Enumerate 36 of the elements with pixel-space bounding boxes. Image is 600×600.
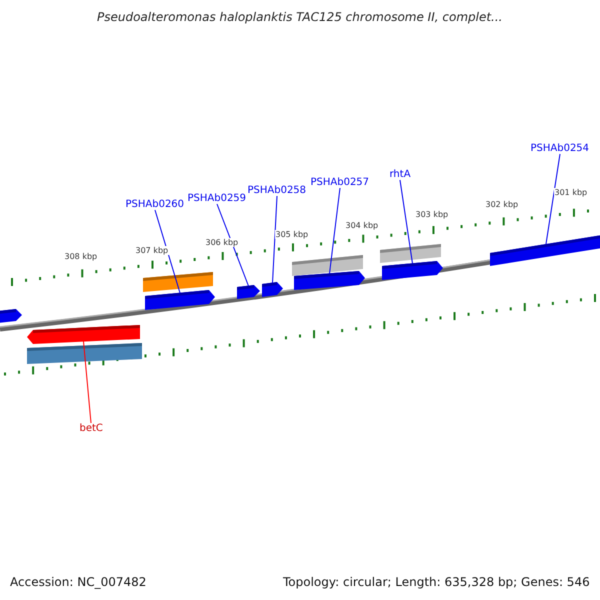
scale-label: 306 kbp [204,238,240,247]
gene-feature [143,272,213,292]
gene-feature [27,325,140,344]
gene-label: PSHAb0254 [530,143,590,154]
scale-label: 304 kbp [344,221,380,230]
scale-label: 308 kbp [64,252,98,261]
leader-line [546,154,560,244]
gene-feature [27,343,142,364]
scale-label: 303 kbp [414,210,450,219]
gene-label: rhtA [390,169,411,180]
scale-label: 305 kbp [274,230,310,239]
scale-label: 302 kbp [484,200,520,209]
gene-label: PSHAb0257 [310,177,370,188]
leader-line [329,188,340,274]
title: Pseudoalteromonas haloplanktis TAC125 chromosome II, complet... [97,10,502,24]
leader-line [154,210,180,294]
gene-feature [0,309,22,323]
footer-text: Accession: NC_007482 [10,575,146,589]
leader-line [83,341,92,424]
gene-feature [237,285,260,299]
gene-feature [262,282,283,297]
scale-label: 307 kbp [134,246,170,255]
gene-feature [380,244,441,263]
gene-feature [145,290,215,310]
gene-feature [294,271,365,290]
gene-label: betC [80,423,103,434]
leader-line [400,180,413,264]
footer-text: Topology: circular; Length: 635,328 bp; Genes: 546 [283,575,590,589]
gene-label: PSHAb0259 [188,193,246,204]
gene-feature [490,235,600,266]
leader-line [216,204,249,286]
gene-feature [382,261,443,280]
scale-label: 301 kbp [554,188,588,197]
leader-line [272,196,278,284]
gene-label: PSHAb0260 [126,199,184,210]
gene-label: PSHAb0258 [248,185,306,196]
